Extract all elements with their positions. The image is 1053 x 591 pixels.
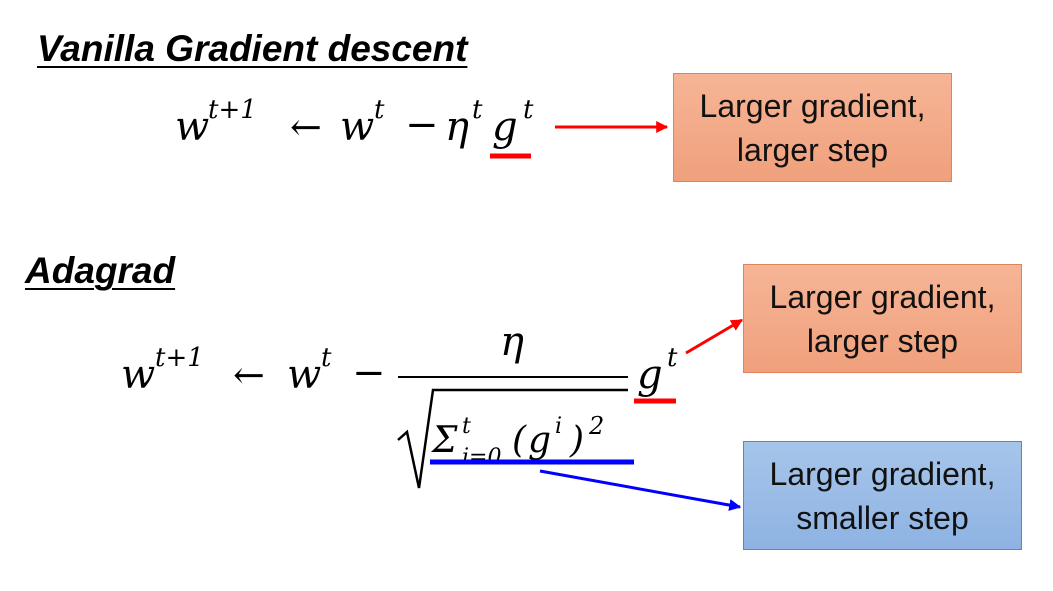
vanilla-effect-box: Larger gradient, larger step [673, 73, 952, 182]
vanilla-t-exponent: t [374, 95, 385, 125]
vanilla-formula: w t+1 ← w t − η t g t [175, 95, 669, 159]
sum-upper-limit: t [462, 414, 471, 439]
adagrad-formula: w t+1 ← w t − η Σ t i=0 ( g i ) 2 g t [121, 318, 744, 511]
vanilla-w: w [340, 104, 374, 150]
denominator-effect-line2: smaller step [796, 499, 969, 536]
vanilla-next-exponent: t+1 [208, 95, 257, 125]
adagrad-w: w [287, 352, 321, 398]
vanilla-minus: − [405, 102, 439, 148]
adagrad-g-exponent: t [667, 343, 678, 373]
adagrad-next-exponent: t+1 [155, 343, 204, 373]
sum-g-exponent: i [555, 414, 562, 439]
adagrad-eta: η [500, 319, 524, 365]
vanilla-update-arrow: ← [290, 105, 322, 149]
numerator-effect-line2: larger step [806, 322, 959, 359]
vanilla-eta-exponent: t [472, 95, 483, 125]
adagrad-numerator-effect-box: Larger gradient, larger step [743, 264, 1022, 373]
vanilla-g: g [492, 104, 518, 150]
vanilla-eta: η [445, 104, 469, 150]
denominator-arrow-to-box [539, 469, 742, 511]
paren-open: ( [512, 420, 527, 461]
adagrad-minus: − [352, 350, 386, 396]
adagrad-g: g [637, 352, 663, 398]
square-exponent: 2 [588, 412, 604, 440]
denominator-effect-line1: Larger gradient, [769, 455, 996, 492]
adagrad-update-arrow: ← [233, 353, 265, 397]
numerator-effect-line1: Larger gradient, [769, 278, 996, 315]
sum-sigma: Σ [430, 420, 458, 461]
adagrad-w-next: w [121, 352, 155, 398]
vanilla-g-exponent: t [523, 95, 534, 125]
numerator-arrow-to-box [685, 318, 744, 355]
vanilla-effect-line1: Larger gradient, [699, 87, 926, 124]
adagrad-denominator-effect-box: Larger gradient, smaller step [743, 441, 1022, 550]
adagrad-heading: Adagrad [25, 250, 176, 291]
square-root-sign [397, 388, 628, 489]
sum-lower-limit: i=0 [462, 445, 501, 470]
vanilla-gd-heading: Vanilla Gradient descent [37, 28, 468, 69]
paren-close: ) [569, 420, 584, 461]
vanilla-w-next: w [175, 104, 209, 150]
vanilla-effect-line2: larger step [736, 131, 889, 168]
sum-g: g [528, 420, 551, 461]
adagrad-t-exponent: t [321, 343, 332, 373]
